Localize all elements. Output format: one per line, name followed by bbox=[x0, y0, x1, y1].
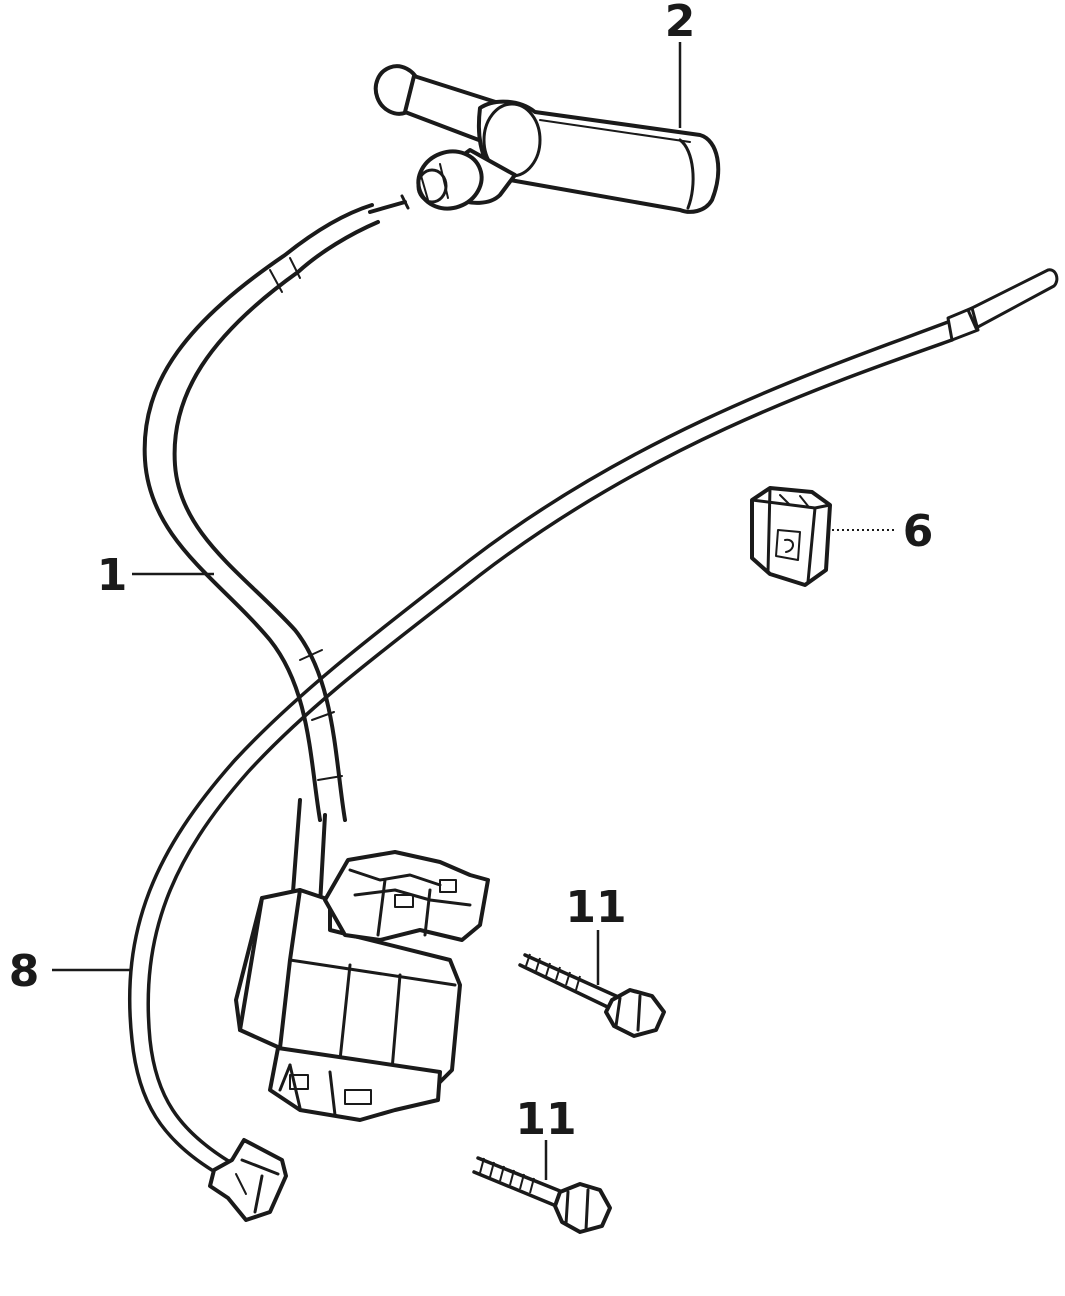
callout-part-8: 8 bbox=[9, 946, 40, 997]
high-tension-lead bbox=[142, 194, 410, 907]
callout-labels: 2 1 6 8 11 11 bbox=[9, 0, 934, 1145]
callout-part-11-lower: 11 bbox=[515, 1094, 576, 1145]
connector-clip bbox=[750, 486, 832, 587]
callout-part-11-upper: 11 bbox=[565, 882, 626, 933]
upper-bolt bbox=[518, 953, 666, 1038]
callout-part-1: 1 bbox=[97, 550, 128, 601]
lower-bolt bbox=[472, 1156, 612, 1234]
callout-part-6: 6 bbox=[903, 506, 934, 557]
callout-part-2: 2 bbox=[665, 0, 696, 47]
spark-plug-cap bbox=[373, 64, 721, 214]
leader-lines bbox=[52, 42, 895, 1180]
ignition-coil bbox=[234, 850, 490, 1122]
ground-wire bbox=[127, 268, 1059, 1222]
